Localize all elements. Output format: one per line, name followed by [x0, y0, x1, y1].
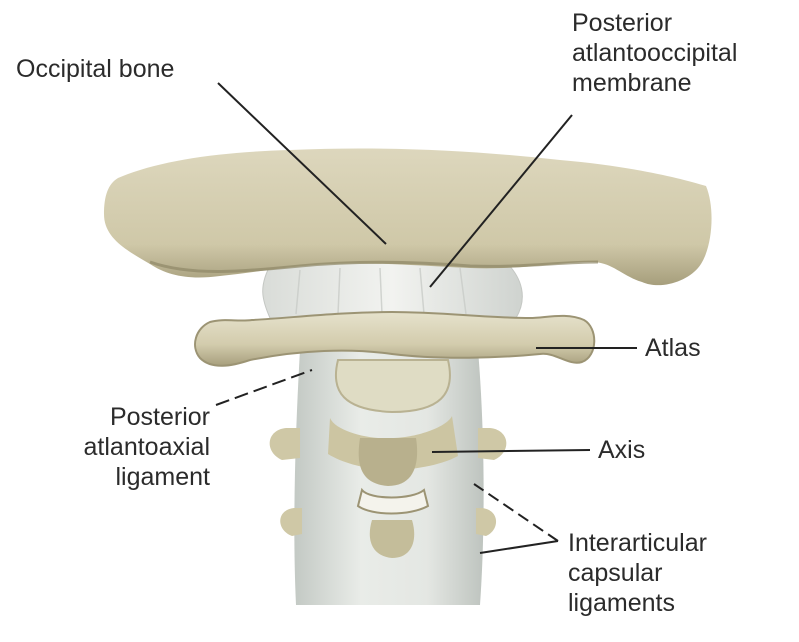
membrane-shape — [263, 262, 523, 318]
label-axis: Axis — [598, 435, 645, 465]
label-posterior-atlantooccipital-membrane: Posterior atlantooccipital membrane — [572, 8, 737, 98]
label-atlas: Atlas — [645, 333, 701, 363]
leader-interarticular-lower — [480, 541, 558, 553]
label-occipital-bone: Occipital bone — [16, 54, 174, 84]
label-posterior-atlantoaxial-ligament: Posterior atlantoaxial ligament — [20, 402, 210, 492]
label-interarticular-capsular-ligaments: Interarticular capsular ligaments — [568, 528, 707, 618]
occipital-bone-shape — [104, 148, 712, 285]
